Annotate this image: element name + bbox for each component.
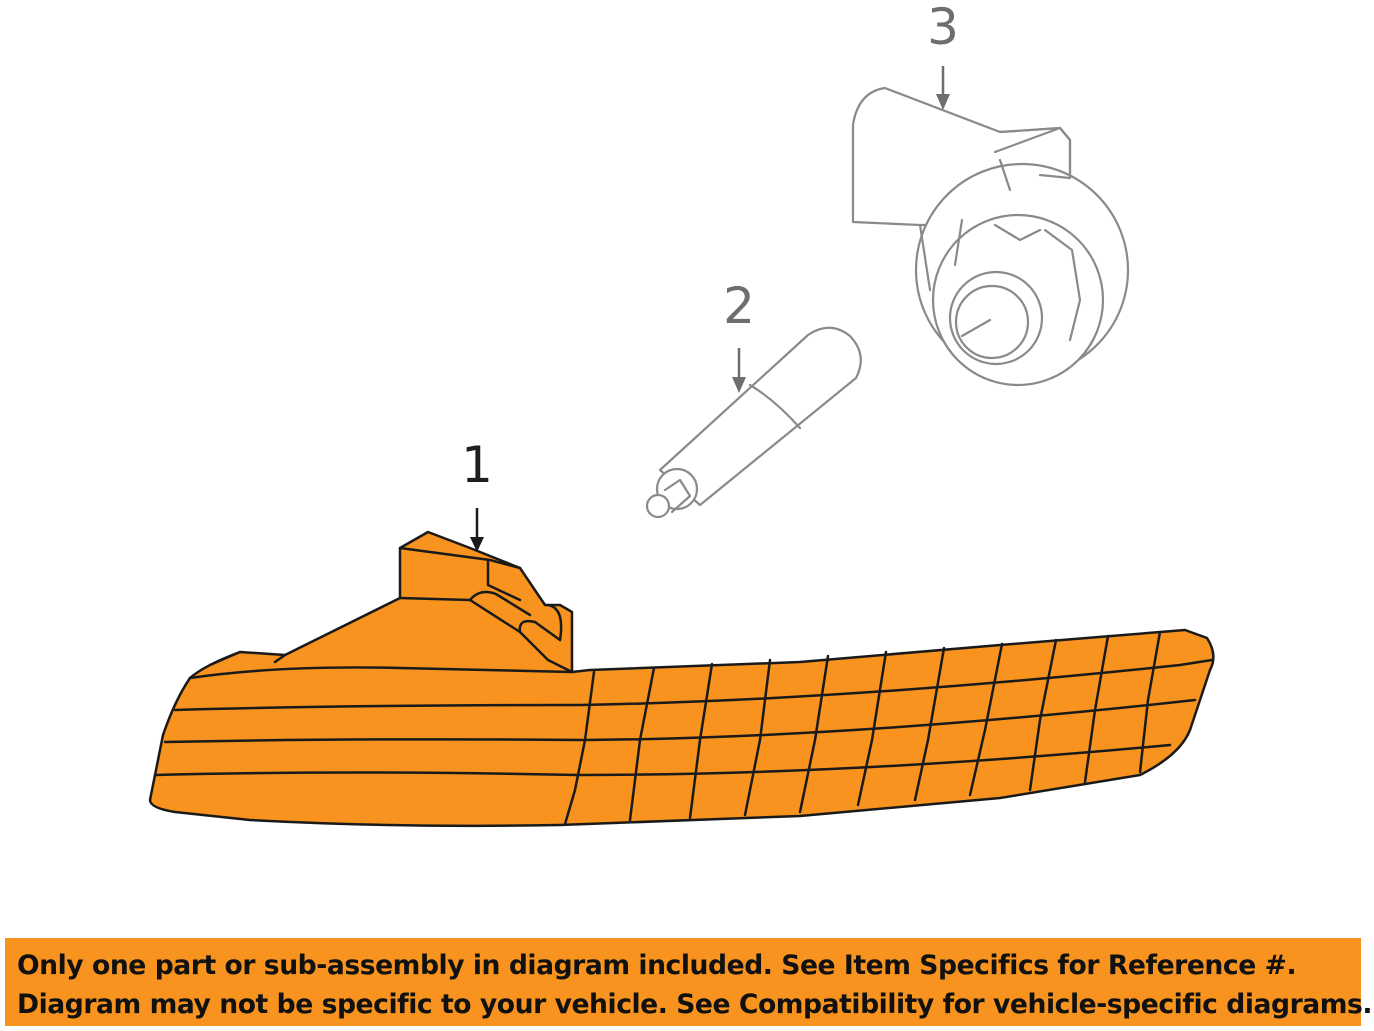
callout-number-2: 2	[723, 277, 755, 335]
callout-arrowhead-1	[470, 537, 484, 552]
turn-signal-lens-icon	[148, 530, 1215, 828]
bulb-icon	[645, 326, 862, 519]
bulb-socket-icon	[851, 86, 1130, 387]
disclaimer-line-1: Only one part or sub-assembly in diagram…	[17, 950, 1297, 981]
callout-arrowhead-3	[936, 94, 950, 110]
disclaimer-banner: Only one part or sub-assembly in diagram…	[5, 938, 1373, 1026]
disclaimer-line-2: Diagram may not be specific to your vehi…	[17, 989, 1373, 1020]
callout-number-3: 3	[927, 0, 959, 56]
callout-number-1: 1	[461, 436, 493, 494]
callout-arrowhead-2	[732, 377, 746, 393]
parts-diagram: 1 2 3	[148, 0, 1215, 828]
callout-arrows	[470, 66, 950, 552]
